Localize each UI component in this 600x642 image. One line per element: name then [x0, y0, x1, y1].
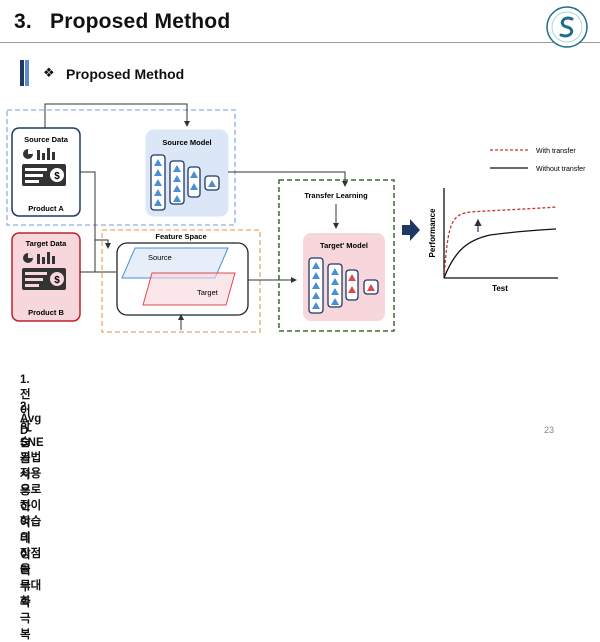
- section-heading: Proposed Method: [66, 66, 185, 82]
- section-bar-light: [25, 60, 29, 86]
- svg-text:$: $: [54, 171, 60, 182]
- fs-target-label: Target: [197, 288, 219, 297]
- with-transfer-curve: [443, 206, 557, 279]
- without-transfer-curve: [443, 228, 557, 279]
- product-a-label: Product A: [28, 204, 64, 213]
- list-item-number: 1.: [20, 374, 30, 386]
- source-group-frame: [6, 109, 236, 226]
- result-arrow-icon: [402, 219, 420, 241]
- university-logo: [546, 6, 588, 48]
- dashboard-icon: $: [22, 252, 66, 290]
- source-triangles: [154, 159, 216, 206]
- svg-text:$: $: [54, 275, 60, 286]
- method-diagram: Source Data Product A $ Source Model: [6, 103, 586, 333]
- section-bar-dark: [20, 60, 24, 86]
- product-b-label: Product B: [28, 308, 64, 317]
- diamond-bullet-icon: ❖: [43, 65, 55, 80]
- transfer-learning-label: Transfer Learning: [304, 191, 368, 200]
- legend-without-label: Without transfer: [536, 166, 586, 173]
- source-model-box: Source Model: [145, 129, 229, 217]
- source-data-box: Source Data Product A $: [11, 127, 81, 217]
- transfer-learning-frame: [278, 179, 395, 332]
- target-data-box: Target Data Product B $: [11, 232, 81, 322]
- legend-with-label: With transfer: [536, 148, 576, 155]
- target-model-box: Target' Model: [303, 233, 385, 321]
- target-data-label: Target Data: [26, 239, 68, 248]
- feature-space-label: Feature Space: [155, 232, 206, 241]
- page-title: 3. Proposed Method: [14, 10, 231, 33]
- title-divider: [0, 42, 600, 43]
- target-domain-shape: [142, 272, 236, 306]
- page-number: 23: [543, 425, 554, 435]
- dashboard-icon: $: [22, 148, 66, 186]
- fs-source-label: Source: [148, 253, 172, 262]
- target-blue-triangles: [312, 262, 339, 309]
- target-red-triangles: [348, 274, 375, 293]
- list-item-number: 2.: [20, 401, 30, 413]
- source-data-label: Source Data: [24, 135, 69, 144]
- list-item-text: Avg D-SNE 기법 적용으로 전이학습의 장점을 극대화: [20, 413, 44, 608]
- feature-space-frame: [101, 229, 261, 333]
- source-model-label: Source Model: [162, 138, 211, 147]
- list-item: 2. Avg D-SNE 기법 적용으로 전이학습의 장점을 극대화: [20, 401, 44, 609]
- target-model-label: Target' Model: [320, 241, 368, 250]
- x-axis-label: Test: [492, 284, 508, 293]
- y-axis-label: Performance: [428, 208, 437, 257]
